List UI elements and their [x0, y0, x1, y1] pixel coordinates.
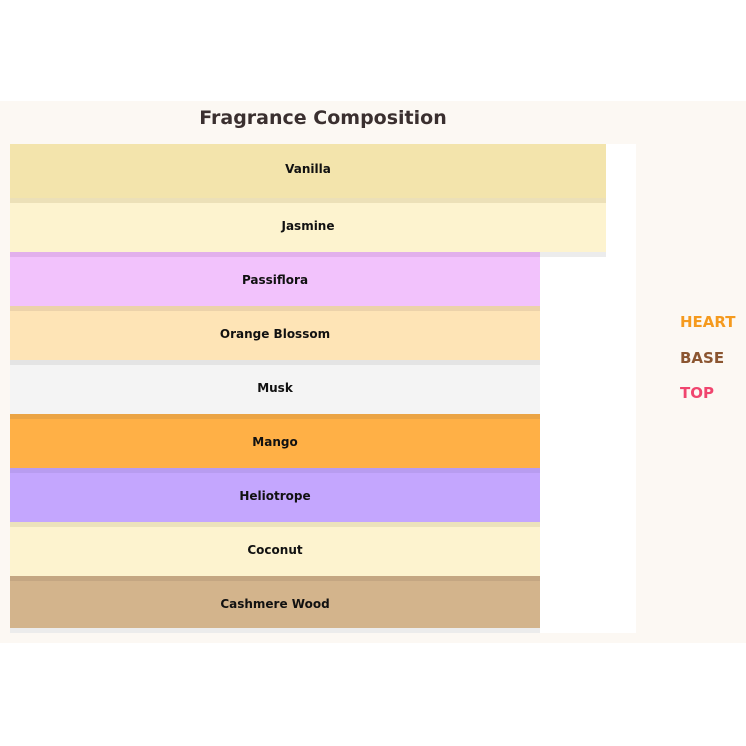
- layer-label: Passiflora: [241, 272, 309, 287]
- layer-separator: [10, 360, 540, 365]
- layer-jasmine: Jasmine: [10, 203, 606, 252]
- legend-base: BASE: [680, 349, 725, 367]
- layer-label: Jasmine: [281, 218, 335, 233]
- legend-top: TOP: [680, 384, 714, 402]
- layer-label: Coconut: [247, 542, 303, 557]
- layer-coconut: Coconut: [10, 527, 540, 576]
- layer-cashmere-wood: Cashmere Wood: [10, 581, 540, 630]
- layer-heliotrope: Heliotrope: [10, 473, 540, 522]
- layer-separator: [10, 414, 540, 419]
- layer-vanilla: Vanilla: [10, 144, 606, 198]
- layer-mango: Mango: [10, 419, 540, 468]
- layer-separator: [10, 522, 540, 527]
- layer-separator: [10, 576, 540, 581]
- layer-label: Musk: [257, 380, 293, 395]
- chart-title: Fragrance Composition: [199, 107, 447, 129]
- layer-separator: [10, 198, 606, 203]
- layer-separator: [10, 306, 540, 311]
- layer-label: Heliotrope: [239, 488, 311, 503]
- layer-passiflora: Passiflora: [10, 257, 540, 306]
- layer-separator: [10, 468, 540, 473]
- layer-label: Cashmere Wood: [220, 596, 330, 611]
- layer-label: Orange Blossom: [219, 326, 331, 341]
- layer-orange-blossom: Orange Blossom: [10, 311, 540, 360]
- layer-musk: Musk: [10, 365, 540, 414]
- layer-separator: [10, 252, 540, 257]
- plot-area: Vanilla Jasmine Passiflora Orange Blosso…: [10, 144, 636, 633]
- layer-label: Mango: [252, 434, 298, 449]
- layer-separator: [10, 628, 540, 633]
- layer-label: Vanilla: [285, 162, 331, 176]
- legend-heart: HEART: [680, 313, 736, 331]
